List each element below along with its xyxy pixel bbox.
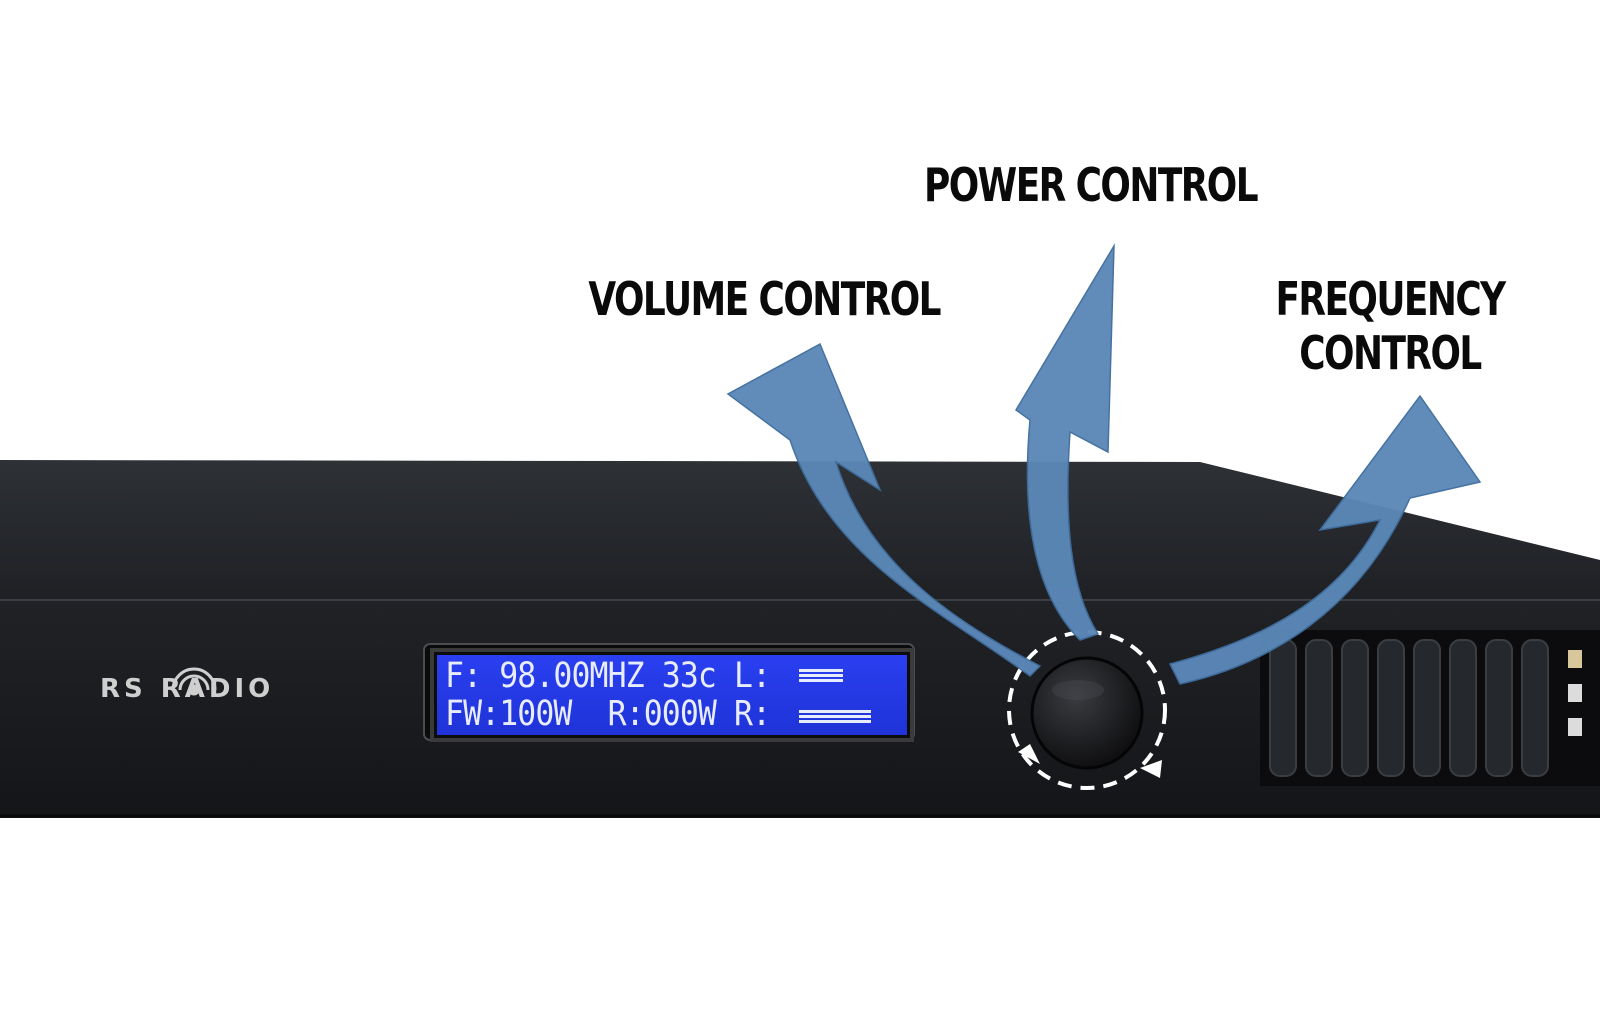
- ring-arrowhead-right: [1140, 760, 1162, 778]
- rotary-knob-icon[interactable]: [1030, 656, 1144, 770]
- knob-rotation-ring: [1007, 630, 1167, 790]
- brand-right: RADIO: [160, 674, 275, 704]
- frequency-arrow: [1168, 394, 1482, 685]
- ring-arrowhead-left: [1018, 744, 1040, 764]
- lcd-display: F: 98.00MHZ 33c L: FW:100W R:000W R:: [434, 652, 910, 738]
- level-meter: [799, 669, 871, 723]
- lcd-line-2: FW:100W R:000W R:: [445, 694, 771, 734]
- lcd-line-1: F: 98.00MHZ 33c L:: [445, 656, 771, 696]
- volume-arrow: [726, 342, 1042, 677]
- frequency-label-line1: FREQUENCY: [1275, 272, 1506, 326]
- volume-control-label: VOLUME CONTROL: [588, 272, 941, 326]
- brand-logo: RS RADIO: [100, 674, 274, 704]
- radio-signal-icon: [171, 667, 217, 696]
- chassis-top: [0, 460, 1600, 600]
- frequency-label-line2: CONTROL: [1299, 326, 1482, 380]
- ventilation-grille: [1260, 630, 1600, 786]
- brand-left: RS: [100, 674, 147, 704]
- power-control-label: POWER CONTROL: [924, 158, 1259, 212]
- power-arrow: [1015, 243, 1115, 641]
- frequency-control-label: FREQUENCY CONTROL: [1257, 272, 1522, 380]
